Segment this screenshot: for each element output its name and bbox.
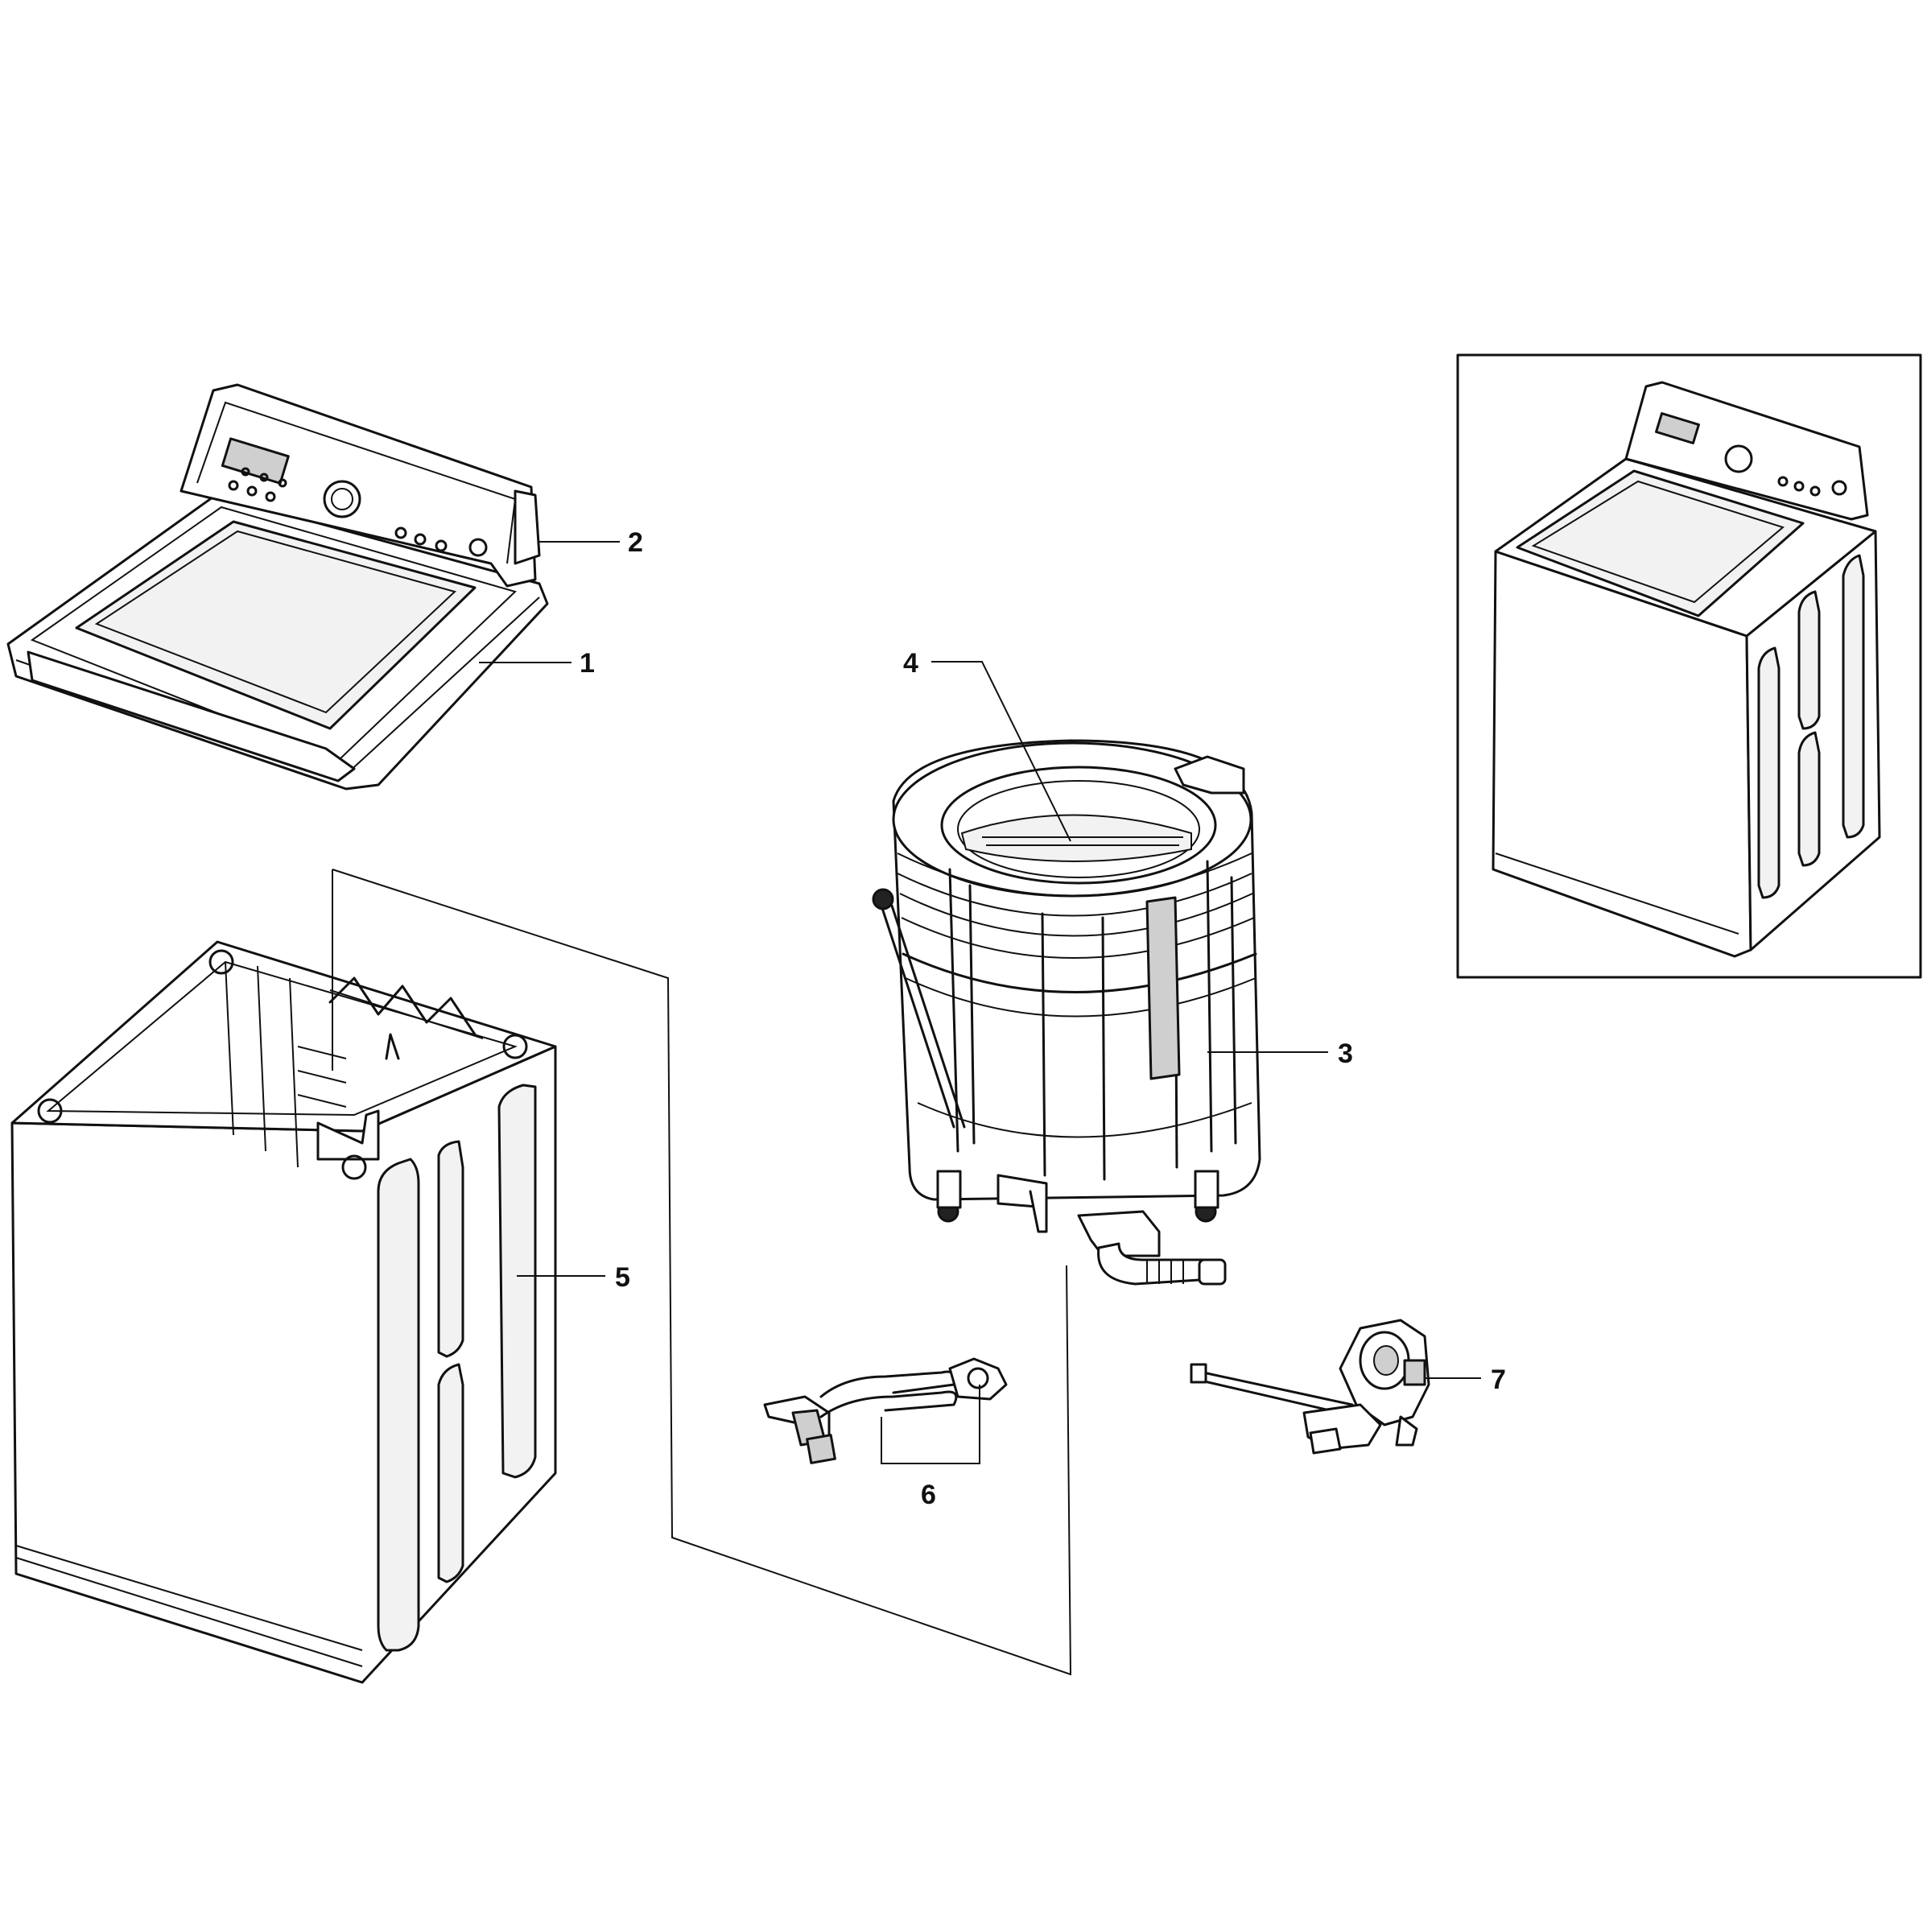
callout-label-5: 5 bbox=[615, 1262, 630, 1293]
callout-label-2: 2 bbox=[628, 527, 643, 558]
callout-labels: 2 1 4 3 5 6 7 bbox=[580, 527, 1506, 1510]
assembled-washer-inset bbox=[1456, 353, 1922, 979]
drain-pump-assembly bbox=[1190, 1319, 1430, 1455]
callout-label-6: 6 bbox=[921, 1480, 936, 1510]
heater-assembly bbox=[763, 1357, 1008, 1464]
callout-label-1: 1 bbox=[580, 648, 595, 679]
assembly-guide-lines bbox=[332, 869, 1072, 1676]
top-cover-assembly bbox=[6, 383, 549, 791]
cabinet bbox=[10, 940, 557, 1684]
callout-label-4: 4 bbox=[903, 648, 918, 679]
inner-basket bbox=[960, 814, 1192, 862]
callout-leaders bbox=[479, 541, 1481, 1464]
callout-label-7: 7 bbox=[1491, 1364, 1506, 1395]
callout-label-3: 3 bbox=[1338, 1038, 1353, 1069]
